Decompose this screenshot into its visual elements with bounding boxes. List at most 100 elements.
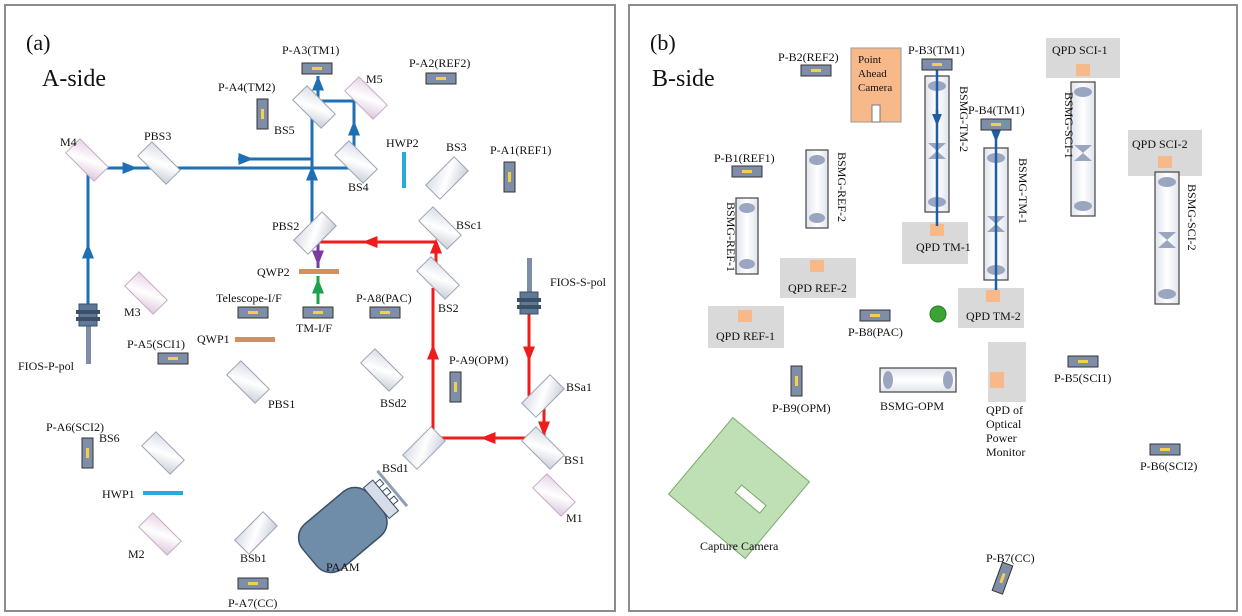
pbs3-optic: [137, 141, 181, 185]
label-hwp2: HWP2: [386, 136, 419, 150]
a-side-diagram: (a) A-side: [18, 30, 607, 610]
bsmg-lenses: [739, 81, 1176, 299]
label-pbs1: PBS1: [268, 397, 295, 411]
label-m5: M5: [366, 72, 383, 86]
panel-a-title: A-side: [42, 66, 106, 92]
label-pa2: P-A2(REF2): [409, 56, 470, 70]
label-pbs3: PBS3: [144, 129, 171, 143]
label-qpd-opm-3: Power: [986, 431, 1017, 445]
label-bs4: BS4: [348, 180, 369, 194]
label-qpd-sci2: QPD SCI-2: [1132, 137, 1188, 151]
label-bs5: BS5: [274, 123, 295, 137]
pbs1-optic: [226, 360, 270, 404]
label-pb7: P-B7(CC): [986, 551, 1035, 565]
label-paam: PAAM: [326, 560, 360, 574]
label-bsd2: BSd2: [380, 396, 407, 410]
label-bsmg-sci2: BSMG-SCI-2: [1185, 184, 1199, 251]
bsmg-opm-module: [879, 367, 957, 393]
pac-cam-line1: Point: [858, 54, 881, 66]
label-bsmg-ref1: BSMG-REF-1: [724, 202, 738, 272]
capture-camera: [667, 416, 811, 560]
m5-optic: [344, 76, 388, 120]
label-pb4: P-B4(TM1): [968, 103, 1025, 117]
photodiode-sensors-b: [742, 63, 1170, 451]
qwp2-optic: [299, 269, 339, 274]
label-pbs2: PBS2: [272, 219, 299, 233]
label-pa5: P-A5(SCI1): [127, 337, 185, 351]
fios-p-pol-injector: [76, 303, 100, 364]
label-fios-p: FIOS-P-pol: [18, 359, 75, 373]
label-pb2: P-B2(REF2): [778, 50, 839, 64]
label-bsa1: BSa1: [566, 380, 592, 394]
label-pb5: P-B5(SCI1): [1054, 371, 1111, 385]
bs4-optic: [334, 140, 378, 184]
label-m4: M4: [60, 135, 77, 149]
label-pb8: P-B8(PAC): [848, 325, 903, 339]
label-bsc1: BSc1: [456, 218, 482, 232]
label-qpd-opm-1: QPD of: [986, 403, 1023, 417]
label-bsd1: BSd1: [382, 461, 409, 475]
bsmg-rotated-labels: BSMG-TM-2 BSMG-TM-1 BSMG-SCI-1 BSMG-SCI-…: [724, 86, 1199, 272]
panel-a-side: (a) A-side: [4, 4, 616, 612]
label-pa8: P-A8(PAC): [356, 291, 412, 305]
label-qpd-sci1: QPD SCI-1: [1052, 43, 1108, 57]
pb7-diode: [991, 561, 1014, 595]
hwp2-optic: [402, 152, 406, 188]
hwp1-optic: [143, 491, 183, 495]
bsd2-optic: [360, 348, 404, 392]
label-pa1: P-A1(REF1): [490, 143, 551, 157]
panel-b-title: B-side: [652, 66, 715, 92]
paam-device: [297, 469, 409, 574]
label-bsmg-sci1: BSMG-SCI-1: [1062, 92, 1076, 159]
bsb1-optic: [234, 511, 278, 555]
label-qpd-tm2: QPD TM-2: [966, 309, 1021, 323]
qpd-boxes: [708, 38, 1202, 402]
label-pa9: P-A9(OPM): [449, 353, 508, 367]
label-pa7: P-A7(CC): [228, 596, 277, 610]
label-qpd-opm-2: Optical: [986, 417, 1022, 431]
bsa1-optic: [521, 374, 565, 418]
label-qpd-ref2: QPD REF-2: [788, 281, 847, 295]
label-bsb1: BSb1: [240, 551, 267, 565]
label-m3: M3: [124, 305, 141, 319]
label-hwp1: HWP1: [102, 487, 135, 501]
label-pb6: P-B6(SCI2): [1140, 459, 1197, 473]
label-qwp2: QWP2: [257, 265, 290, 279]
label-qwp1: QWP1: [197, 332, 230, 346]
qpd-sci2-box: [1128, 130, 1202, 176]
labels-b: P-B2(REF2) P-B3(TM1) QPD SCI-1 P-B4(TM1)…: [700, 43, 1197, 565]
label-tmif: TM-I/F: [296, 321, 332, 335]
fios-s-pol-injector: [517, 258, 541, 315]
panel-b-side: (b) B-side Point Ahead Camera: [628, 4, 1238, 612]
bs2-optic: [416, 256, 460, 300]
label-capture: Capture Camera: [700, 539, 779, 553]
labels-a: P-A3(TM1) P-A2(REF2) P-A4(TM2) M5 BS5 M4…: [18, 43, 607, 610]
bs1-optic: [521, 426, 565, 470]
label-bsmg-opm: BSMG-OPM: [880, 399, 944, 413]
label-pa6: P-A6(SCI2): [46, 420, 104, 434]
blue-beam-bs5: [238, 99, 358, 161]
waveplates: [143, 152, 406, 495]
label-bs1: BS1: [564, 453, 585, 467]
label-telescope: Telescope-I/F: [216, 291, 282, 305]
point-ahead-camera: Point Ahead Camera: [850, 47, 902, 123]
bs5-optic: [292, 85, 336, 129]
label-bs6: BS6: [99, 431, 120, 445]
label-pb3: P-B3(TM1): [908, 43, 965, 57]
m2-optic: [138, 512, 182, 556]
label-bs3: BS3: [446, 140, 467, 154]
label-qpd-tm1: QPD TM-1: [916, 240, 971, 254]
label-bs2: BS2: [438, 301, 459, 315]
bsmg-ref1-module: [735, 197, 759, 275]
pbs2-optic: [293, 211, 337, 255]
label-bsmg-tm2: BSMG-TM-2: [957, 86, 971, 152]
label-bsmg-tm1: BSMG-TM-1: [1016, 158, 1030, 224]
qwp1-optic: [235, 337, 275, 342]
label-pa3: P-A3(TM1): [282, 43, 339, 57]
label-fios-s: FIOS-S-pol: [550, 275, 607, 289]
bs3-optic: [425, 156, 469, 200]
target-dot: [929, 305, 947, 323]
bsd1-optic: [402, 426, 446, 470]
pac-cam-line3: Camera: [858, 82, 892, 94]
label-pb1: P-B1(REF1): [714, 151, 775, 165]
